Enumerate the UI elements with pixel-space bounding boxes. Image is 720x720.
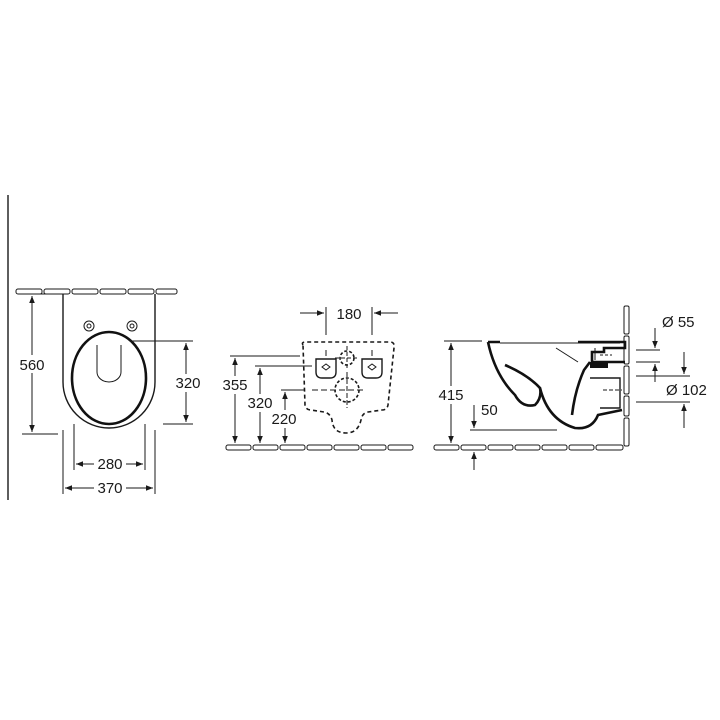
dim-415: 415 [438,387,463,404]
wall-panels [623,305,630,447]
floor-tiles-side [433,444,624,451]
seat-opening [70,330,148,426]
dim-320-seat: 320 [175,375,200,392]
outlet-pipe [590,377,621,409]
dim-180: 180 [336,306,361,323]
fixing-right [361,358,383,379]
dim-50: 50 [481,402,498,419]
dim-355: 355 [222,377,247,394]
wall-view: 180 355 320 220 [219,306,414,451]
wall-tiles [15,288,178,295]
bowl-outline [62,294,156,429]
floor-tiles [225,444,414,451]
bowl-trap-profile [538,387,623,430]
bowl-front-profile [486,340,542,407]
dim-320-wall: 320 [247,395,272,412]
dim-inlet-diameter: Ø 55 [662,314,695,331]
dim-outlet-diameter: Ø 102 [666,382,707,399]
dim-560: 560 [19,357,44,374]
inlet-connector [578,340,627,364]
dim-280: 280 [97,456,122,473]
top-view: 560 320 280 370 [15,288,206,497]
side-view: 415 50 Ø 55 Ø 102 [433,305,707,470]
fixing-left [315,358,337,379]
dim-370: 370 [97,480,122,497]
pan-outline [301,341,395,434]
dim-220: 220 [271,411,296,428]
hinge-left-icon [83,320,95,332]
hinge-right-icon [126,320,138,332]
